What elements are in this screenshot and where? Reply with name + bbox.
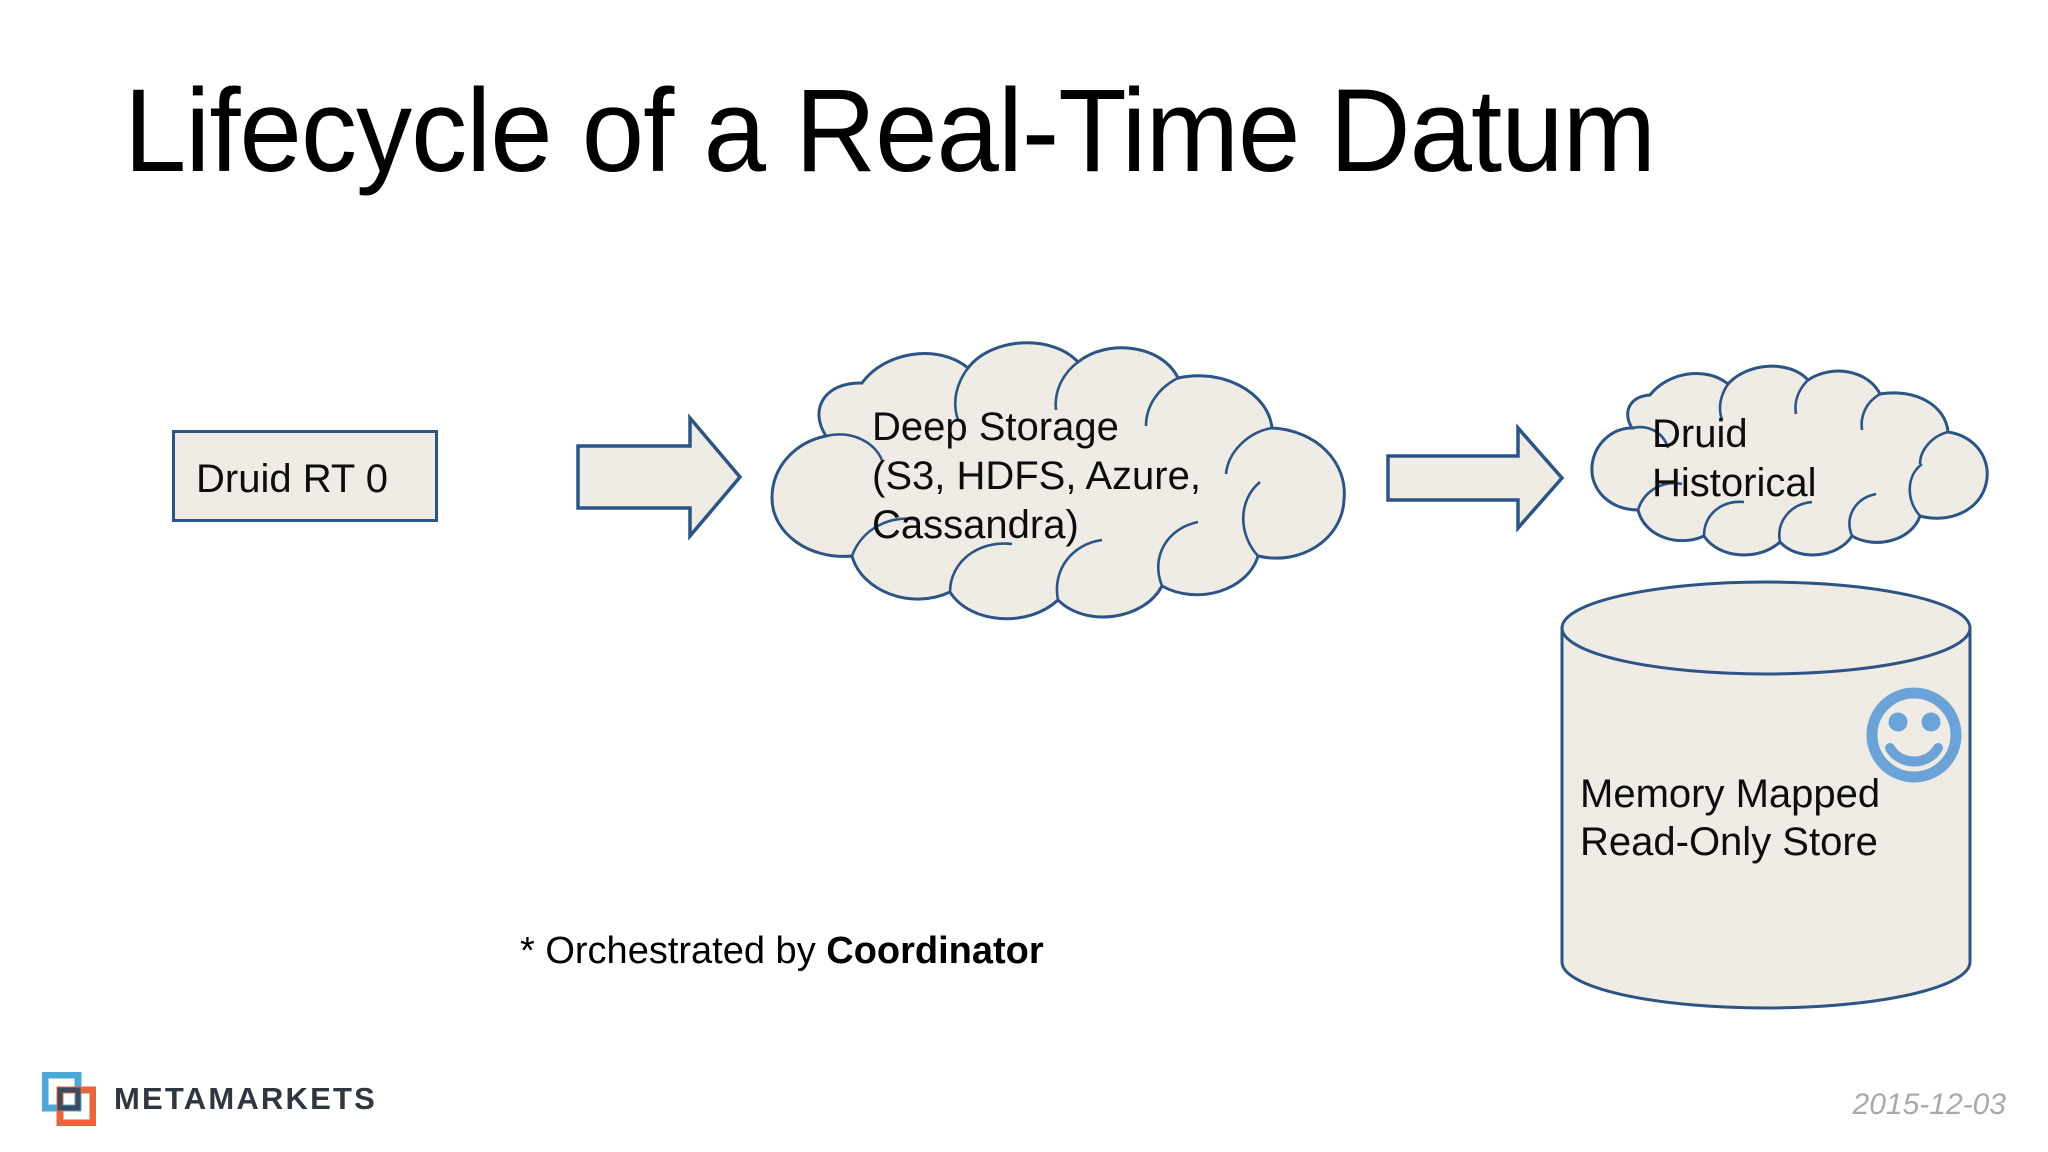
flow-arrow-1	[576, 413, 743, 541]
slide-date: 2015-12-03	[1852, 1088, 2006, 1121]
node-druid-rt[interactable]	[172, 430, 438, 522]
flow-arrow-2	[1386, 423, 1565, 533]
node-druid-rt-label: Druid RT 0	[196, 457, 388, 501]
footnote: * Orchestrated by Coordinator	[520, 930, 1044, 973]
node-druid-historical-label: Druid Historical	[1652, 412, 1817, 505]
node-memory-store-label: Memory Mapped Read-Only Store	[1580, 772, 1881, 864]
footnote-prefix: * Orchestrated by	[520, 930, 827, 972]
node-deep-storage-label: Deep Storage (S3, HDFS, Azure, Cassandra…	[872, 405, 1201, 547]
footnote-emphasis: Coordinator	[826, 930, 1044, 972]
brand-logo: METAMARKETS	[42, 1072, 377, 1126]
cloud-deep-storage	[770, 341, 1346, 621]
cloud-druid-historical	[1590, 364, 1989, 557]
metamarkets-logo-icon	[42, 1072, 96, 1126]
cylinder-memory-store	[1560, 580, 1972, 1010]
page-title: Lifecycle of a Real-Time Datum	[124, 65, 1656, 197]
brand-logo-text: METAMARKETS	[114, 1081, 377, 1116]
smiley-face-icon	[1866, 687, 1962, 783]
